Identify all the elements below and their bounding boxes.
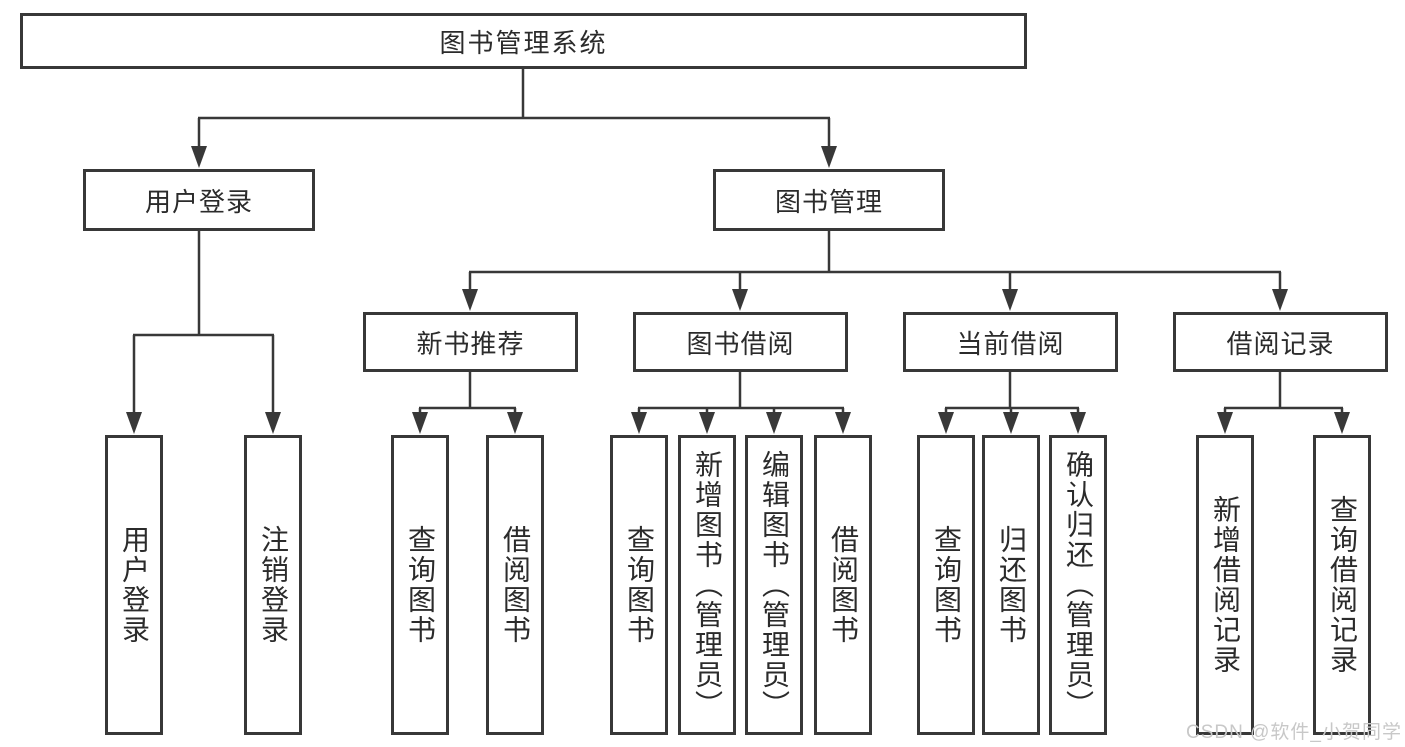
node-query-borrow-record: 查询借阅记录 (1313, 435, 1371, 735)
node-new-book-recommend-label: 新书推荐 (416, 328, 525, 359)
node-borrow-book-label: 借阅图书 (828, 525, 859, 645)
node-query-books-borrow-label: 查询图书 (624, 525, 655, 645)
node-user-login: 用户登录 (83, 169, 315, 231)
node-login-label: 用户登录 (119, 525, 150, 645)
node-confirm-return-admin: 确认归还（管理员） (1049, 435, 1107, 735)
node-query-borrow-record-label: 查询借阅记录 (1327, 495, 1358, 675)
watermark: CSDN @软件_小贺同学 (1186, 722, 1402, 743)
node-user-login-label: 用户登录 (144, 186, 253, 217)
node-book-borrow: 图书借阅 (633, 312, 848, 372)
node-borrow-records-label: 借阅记录 (1226, 328, 1335, 359)
node-query-books-recommend: 查询图书 (391, 435, 449, 735)
node-current-borrow: 当前借阅 (903, 312, 1118, 372)
node-borrow-records: 借阅记录 (1173, 312, 1388, 372)
node-query-books-recommend-label: 查询图书 (405, 525, 436, 645)
node-book-borrow-label: 图书借阅 (686, 328, 795, 359)
arrowheads (126, 146, 1350, 434)
node-add-borrow-record-label: 新增借阅记录 (1210, 495, 1241, 675)
node-book-management-label: 图书管理 (774, 186, 883, 217)
node-query-books-current: 查询图书 (917, 435, 975, 735)
node-add-book-admin-label: 新增图书（管理员） (692, 450, 723, 720)
node-confirm-return-admin-label: 确认归还（管理员） (1063, 450, 1094, 720)
node-logout-label: 注销登录 (258, 525, 289, 645)
node-query-books-current-label: 查询图书 (931, 525, 962, 645)
node-query-books-borrow: 查询图书 (610, 435, 668, 735)
node-edit-book-admin: 编辑图书（管理员） (745, 435, 803, 735)
node-login: 用户登录 (105, 435, 163, 735)
node-new-book-recommend: 新书推荐 (363, 312, 578, 372)
node-borrow-book-recommend-label: 借阅图书 (500, 525, 531, 645)
node-add-borrow-record: 新增借阅记录 (1196, 435, 1254, 735)
node-borrow-book: 借阅图书 (814, 435, 872, 735)
node-book-management: 图书管理 (713, 169, 945, 231)
node-return-book: 归还图书 (982, 435, 1040, 735)
node-logout: 注销登录 (244, 435, 302, 735)
node-current-borrow-label: 当前借阅 (956, 328, 1065, 359)
node-root-label: 图书管理系统 (439, 27, 608, 58)
node-return-book-label: 归还图书 (996, 525, 1027, 645)
node-edit-book-admin-label: 编辑图书（管理员） (759, 450, 790, 720)
node-root: 图书管理系统 (20, 13, 1027, 69)
node-borrow-book-recommend: 借阅图书 (486, 435, 544, 735)
node-add-book-admin: 新增图书（管理员） (678, 435, 736, 735)
